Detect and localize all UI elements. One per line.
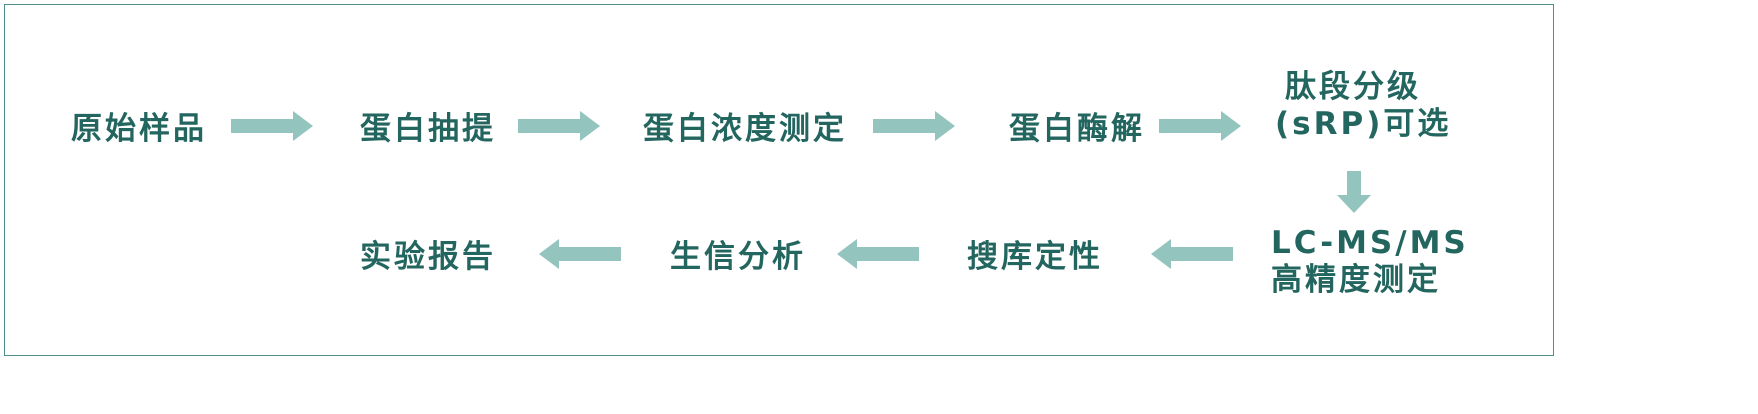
step-peptide-fractionation: 肽段分级 (sRP)可选 <box>1275 69 1452 143</box>
step-lc-ms-ms: LC-MS/MS 高精度测定 <box>1271 225 1469 299</box>
step-label-line2: (sRP)可选 <box>1275 106 1452 142</box>
step-report: 实验报告 <box>360 239 496 276</box>
arrow-left-icon <box>837 239 919 269</box>
step-raw-sample: 原始样品 <box>71 111 207 148</box>
step-label: 蛋白浓度测定 <box>643 111 847 147</box>
step-label-line1: LC-MS/MS <box>1271 225 1469 261</box>
arrow-left-icon <box>539 239 621 269</box>
step-bioinformatics: 生信分析 <box>670 239 806 276</box>
step-label-line1: 肽段分级 <box>1285 69 1421 105</box>
step-protein-digestion: 蛋白酶解 <box>1009 111 1145 148</box>
step-label: 蛋白酶解 <box>1009 111 1145 147</box>
step-label: 生信分析 <box>670 239 806 275</box>
step-label: 原始样品 <box>71 111 207 147</box>
arrow-right-icon <box>231 111 313 141</box>
step-label-line2: 高精度测定 <box>1271 262 1441 298</box>
step-protein-extraction: 蛋白抽提 <box>360 111 496 148</box>
diagram-frame: 原始样品 蛋白抽提 蛋白浓度测定 蛋白酶解 肽段分级 (sRP)可选 <box>4 4 1554 356</box>
arrow-down-icon <box>1337 171 1371 213</box>
step-label: 实验报告 <box>360 239 496 275</box>
step-protein-concentration: 蛋白浓度测定 <box>643 111 847 148</box>
arrow-left-icon <box>1151 239 1233 269</box>
step-label: 搜库定性 <box>967 239 1103 275</box>
arrow-right-icon <box>873 111 955 141</box>
step-database-search: 搜库定性 <box>967 239 1103 276</box>
step-label: 蛋白抽提 <box>360 111 496 147</box>
arrow-right-icon <box>518 111 600 141</box>
arrow-right-icon <box>1159 111 1241 141</box>
